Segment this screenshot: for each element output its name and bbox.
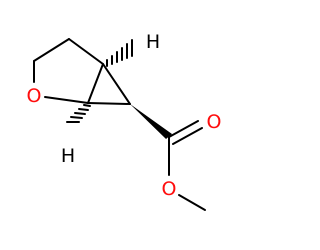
hydrogen-upper-label: H bbox=[146, 31, 160, 53]
bond-carbonyl-double-a bbox=[168, 120, 199, 138]
solid-wedge-c2-carbonyl bbox=[130, 104, 172, 139]
hashed-wedge-c3-h bbox=[106, 39, 133, 67]
bond-ring-o-c1 bbox=[44, 96, 89, 104]
bond-c3-c2 bbox=[102, 63, 131, 105]
hashed-wedge-c1-h bbox=[66, 104, 91, 123]
hydrogen-lower-label: H bbox=[61, 145, 75, 167]
molecule-structure: O H H O O bbox=[27, 31, 222, 211]
bond-c1-c3 bbox=[87, 63, 104, 104]
bond-c1-c2 bbox=[87, 102, 131, 105]
carbonyl-oxygen-label: O bbox=[207, 111, 222, 133]
bond-ring-c4-c5 bbox=[68, 38, 104, 65]
bond-ring-c5-c6 bbox=[33, 38, 70, 62]
bond-ester-o-methyl bbox=[178, 194, 206, 211]
bond-carbonyl-double-b bbox=[172, 127, 203, 145]
ester-oxygen-label: O bbox=[162, 178, 177, 200]
ring-oxygen-label: O bbox=[27, 85, 42, 107]
